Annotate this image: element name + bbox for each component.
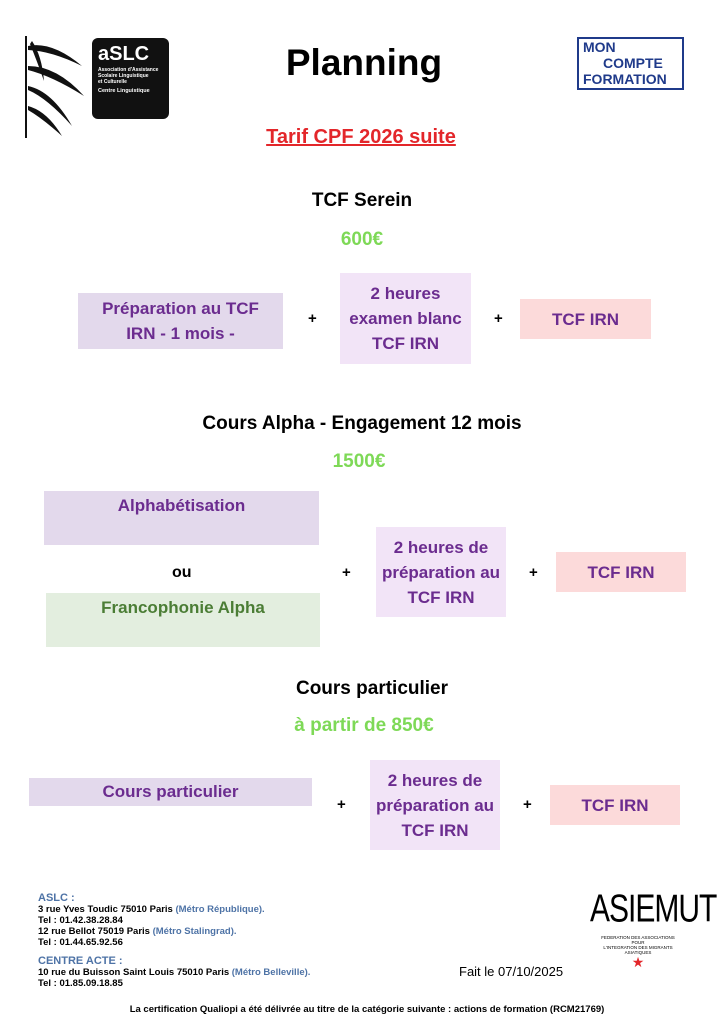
bamboo-logo bbox=[22, 36, 90, 138]
qualiopi-note: La certification Qualiopi a été délivrée… bbox=[129, 1004, 605, 1015]
footer-contact: ASLC : 3 rue Yves Toudic 75010 Paris (Mé… bbox=[38, 892, 311, 990]
section-title: Cours particulier bbox=[295, 678, 449, 699]
aslc-logo: aSLC Association d'Assistance Scolaire L… bbox=[92, 38, 169, 119]
plus-sign: + bbox=[342, 564, 351, 581]
prep-box: Préparation au TCF IRN - 1 mois - bbox=[78, 293, 283, 349]
alpha-box: Alphabétisation bbox=[44, 491, 319, 545]
section-price: 600€ bbox=[340, 229, 384, 250]
section-title: TCF Serein bbox=[311, 190, 413, 211]
plus-sign: + bbox=[523, 796, 532, 813]
tcf-irn-box: TCF IRN bbox=[550, 785, 680, 825]
tcf-irn-box: TCF IRN bbox=[520, 299, 651, 339]
star-icon: ★ bbox=[631, 954, 645, 970]
plus-sign: + bbox=[337, 796, 346, 813]
private-lesson-box: Cours particulier bbox=[29, 778, 312, 806]
tcf-irn-box: TCF IRN bbox=[556, 552, 686, 592]
page-title: Planning bbox=[285, 42, 443, 83]
francophonie-box: Francophonie Alpha bbox=[46, 593, 320, 647]
subtitle: Tarif CPF 2026 suite bbox=[266, 126, 456, 148]
prep-box: 2 heures de préparation au TCF IRN bbox=[376, 527, 506, 617]
plus-sign: + bbox=[529, 564, 538, 581]
plus-sign: + bbox=[494, 310, 503, 327]
exam-box: 2 heures examen blanc TCF IRN bbox=[340, 273, 471, 364]
section-title: Cours Alpha - Engagement 12 mois bbox=[202, 413, 522, 434]
date-label: Fait le 07/10/2025 bbox=[459, 964, 564, 979]
asiemut-logo: ASIEMUT FEDERATION DES ASSOCIATIONS POUR… bbox=[590, 887, 717, 970]
or-label: ou bbox=[172, 564, 192, 581]
prep-box: 2 heures de préparation au TCF IRN bbox=[370, 760, 500, 850]
section-price: à partir de 850€ bbox=[294, 715, 434, 736]
plus-sign: + bbox=[308, 310, 317, 327]
section-price: 1500€ bbox=[332, 451, 386, 472]
